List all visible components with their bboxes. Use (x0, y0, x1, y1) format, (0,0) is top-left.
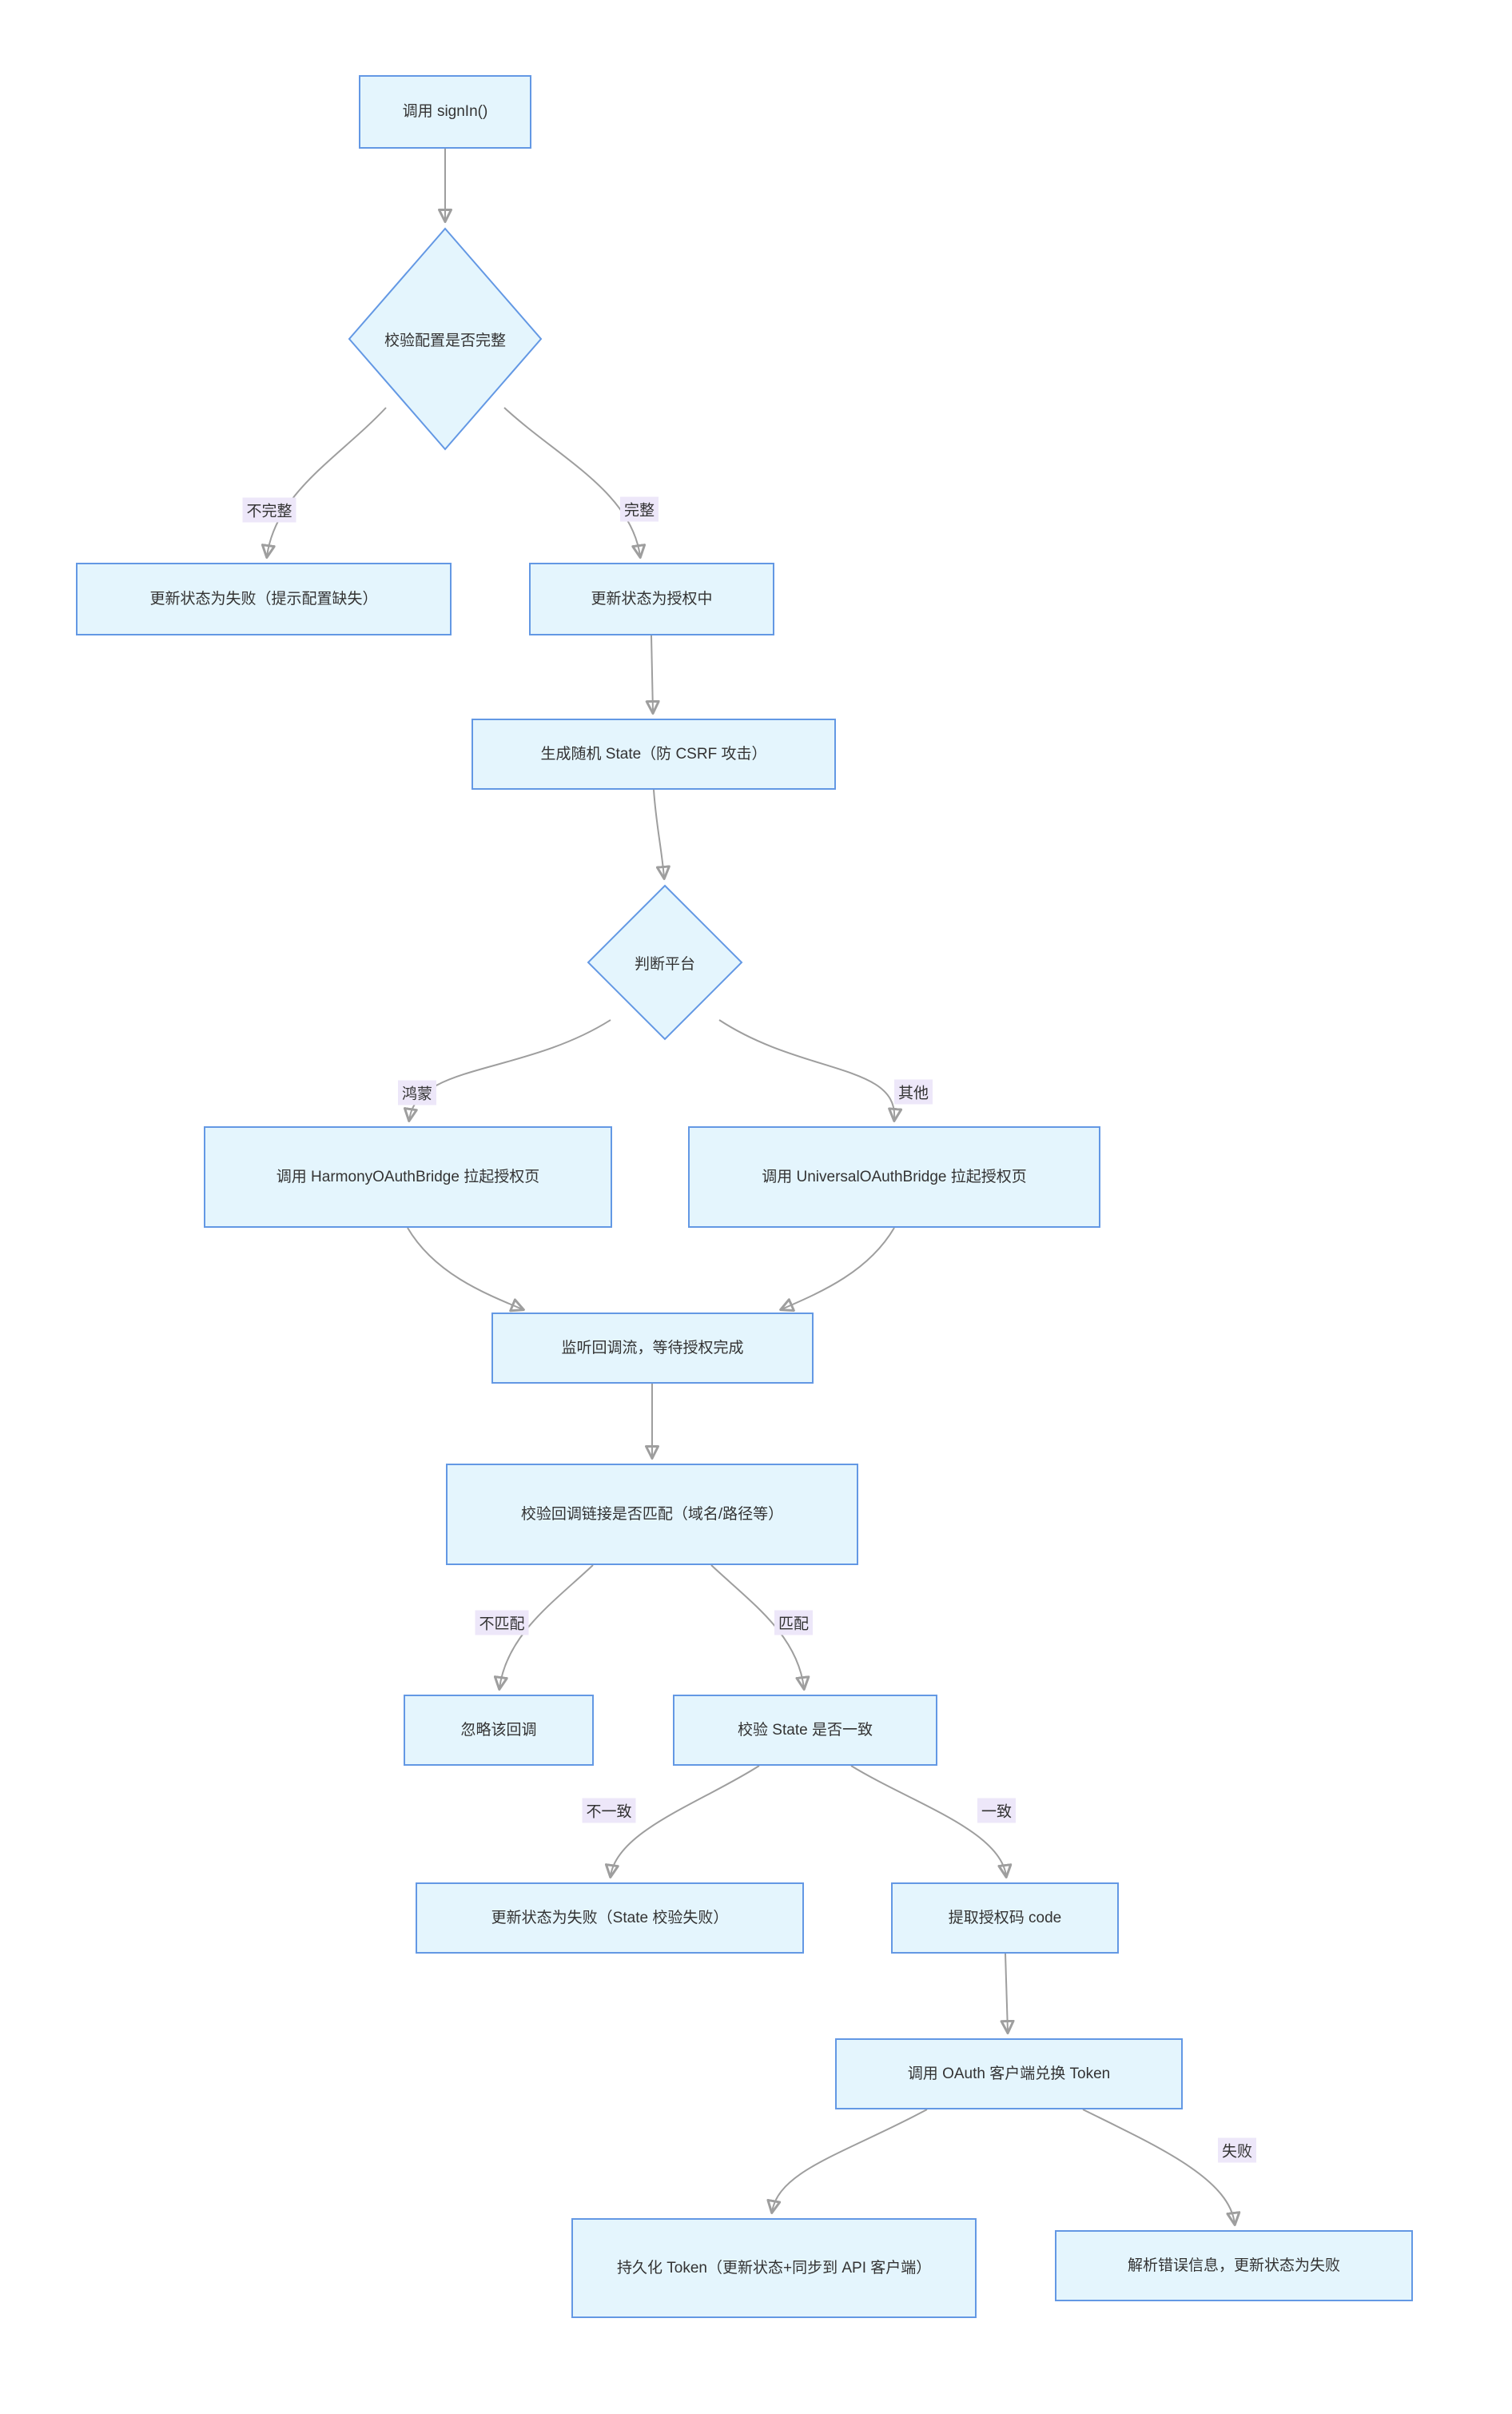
edge-label-incomplete: 不完整 (242, 497, 296, 523)
node-check-callback-url-label: 校验回调链接是否匹配（域名/路径等） (520, 1505, 784, 1523)
edge-checkstate-to-extractcode (850, 1765, 1013, 1878)
edge-label-not-equal: 不一致 (582, 1798, 636, 1823)
node-check-state-label: 校验 State 是否一致 (738, 1721, 873, 1739)
node-harmony-bridge: 调用 HarmonyOAuthBridge 拉起授权页 (204, 1126, 612, 1228)
node-listen-callback: 监听回调流，等待授权完成 (491, 1313, 814, 1384)
node-check-state: 校验 State 是否一致 (673, 1695, 937, 1766)
edge-judgeplatform-to-universalbridge (718, 1019, 903, 1122)
edge-checkconfig-to-authorizing (503, 407, 647, 559)
node-persist-token-label: 持久化 Token（更新状态+同步到 API 客户端） (617, 2259, 932, 2277)
edge-checkconfig-to-failconfig (261, 407, 387, 559)
node-harmony-bridge-label: 调用 HarmonyOAuthBridge 拉起授权页 (276, 1168, 540, 1185)
edge-authorizing-to-genstate (645, 635, 660, 715)
node-extract-code-label: 提取授权码 code (948, 1909, 1062, 1926)
node-parse-error: 解析错误信息，更新状态为失败 (1055, 2230, 1413, 2301)
edge-checkstate-to-failstate (604, 1765, 760, 1878)
node-exchange-token: 调用 OAuth 客户端兑换 Token (835, 2038, 1183, 2109)
node-judge-platform: 判断平台 (587, 884, 743, 1041)
node-sign-in-label: 调用 signIn() (402, 103, 488, 121)
node-check-config-label: 校验配置是否完整 (384, 332, 506, 349)
edge-extractcode-to-exchangetoken (1000, 1953, 1015, 2034)
edge-harmonybridge-to-listencallback (407, 1227, 525, 1313)
node-fail-state: 更新状态为失败（State 校验失败） (416, 1882, 804, 1954)
node-extract-code: 提取授权码 code (891, 1882, 1119, 1954)
edge-exchangetoken-to-parseerror (1082, 2109, 1241, 2226)
edge-checkcallbackurl-to-ignorecallback (493, 1564, 594, 1691)
node-check-config: 校验配置是否完整 (348, 227, 543, 451)
edge-label-complete: 完整 (619, 496, 659, 522)
node-fail-state-label: 更新状态为失败（State 校验失败） (491, 1909, 729, 1926)
node-ignore-callback: 忽略该回调 (404, 1695, 594, 1766)
diamond-shape (587, 884, 743, 1041)
edge-exchangetoken-to-persisttoken (766, 2109, 928, 2214)
edge-genstate-to-judgeplatform (653, 789, 670, 880)
node-check-callback-url: 校验回调链接是否匹配（域名/路径等） (446, 1464, 858, 1565)
edge-universalbridge-to-listencallback (779, 1227, 895, 1312)
edge-label-fail: 失败 (1217, 2137, 1257, 2163)
diamond-shape (348, 227, 543, 451)
node-universal-bridge-label: 调用 UniversalOAuthBridge 拉起授权页 (762, 1168, 1027, 1185)
node-sign-in: 调用 signIn() (359, 75, 531, 149)
node-judge-platform-label: 判断平台 (634, 955, 695, 973)
node-fail-config-label: 更新状态为失败（提示配置缺失） (149, 590, 378, 607)
node-gen-state: 生成随机 State（防 CSRF 攻击） (472, 719, 836, 790)
node-universal-bridge: 调用 UniversalOAuthBridge 拉起授权页 (688, 1126, 1100, 1228)
node-authorizing: 更新状态为授权中 (529, 563, 774, 635)
node-listen-callback-label: 监听回调流，等待授权完成 (561, 1339, 744, 1356)
node-persist-token: 持久化 Token（更新状态+同步到 API 客户端） (571, 2218, 977, 2318)
edge-label-other: 其他 (893, 1079, 933, 1105)
edge-checkcallbackurl-to-checkstate (710, 1564, 810, 1691)
edge-label-equal: 一致 (977, 1798, 1017, 1823)
node-exchange-token-label: 调用 OAuth 客户端兑换 Token (907, 2065, 1111, 2082)
node-fail-config: 更新状态为失败（提示配置缺失） (76, 563, 452, 635)
node-gen-state-label: 生成随机 State（防 CSRF 攻击） (540, 745, 767, 763)
node-ignore-callback-label: 忽略该回调 (460, 1721, 537, 1739)
edge-label-harmony: 鸿蒙 (397, 1080, 437, 1105)
node-authorizing-label: 更新状态为授权中 (591, 590, 713, 607)
node-parse-error-label: 解析错误信息，更新状态为失败 (1127, 2257, 1340, 2274)
edge-judgeplatform-to-harmonybridge (403, 1019, 611, 1122)
edge-label-not-match: 不匹配 (475, 1610, 529, 1635)
edge-label-match: 匹配 (774, 1610, 814, 1635)
